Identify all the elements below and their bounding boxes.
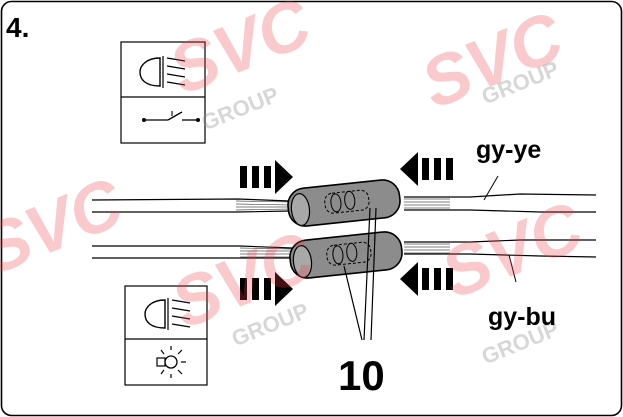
headlamp-low-beam-icon <box>144 298 191 330</box>
lamp-bulb-icon <box>156 346 186 378</box>
push-arrow-left-bottom <box>400 262 453 296</box>
top-icon-panel <box>120 41 206 144</box>
stripped-strands <box>235 198 450 258</box>
headlamp-low-beam-icon <box>139 56 186 88</box>
push-arrow-right-bottom <box>240 272 293 306</box>
wire-color-label-top: gy-ye <box>476 136 542 164</box>
part-leader-lines <box>343 207 377 341</box>
switch-symbol-icon <box>142 111 200 122</box>
part-number-label: 10 <box>338 352 385 399</box>
push-arrow-right-top <box>240 160 293 194</box>
push-arrow-left-top <box>400 152 453 186</box>
bottom-icon-panel <box>124 285 208 386</box>
butt-connector-top <box>287 179 401 227</box>
wire-harness-top <box>91 175 597 213</box>
step-number: 4. <box>6 12 30 43</box>
wire-harness-bottom <box>92 239 597 283</box>
wire-color-label-bottom: gy-bu <box>488 303 557 331</box>
